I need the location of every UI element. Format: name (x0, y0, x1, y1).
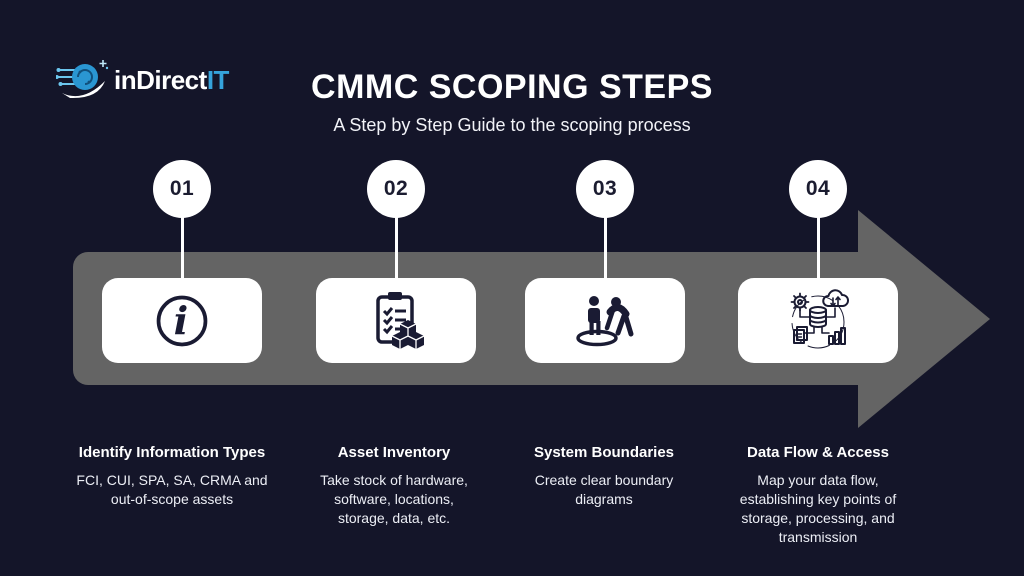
step-4-card (738, 278, 898, 363)
header: CMMC SCOPING STEPS A Step by Step Guide … (0, 68, 1024, 136)
step-1-connector-line (180, 217, 184, 279)
logo-wordmark: inDirectIT (114, 58, 229, 102)
step-2-number-badge: 02 (367, 160, 425, 218)
step-2-number: 02 (383, 177, 409, 200)
step-2-heading: Asset Inventory (337, 444, 451, 461)
clipboard-inventory-icon (376, 291, 425, 349)
step-4-description: Map your data flow, establishing key poi… (739, 472, 897, 545)
svg-text:i: i (174, 298, 189, 343)
company-logo: inDirectIT (56, 58, 229, 102)
step-1-caption: Identify Information Types FCI, CUI, SPA… (60, 444, 284, 509)
step-3-caption: System Boundaries Create clear boundary … (492, 444, 716, 509)
step-2-description: Take stock of hardware, software, locati… (320, 472, 468, 526)
page-subtitle: A Step by Step Guide to the scoping proc… (333, 115, 691, 135)
step-3-number-badge: 03 (576, 160, 634, 218)
step-4-caption: Data Flow & Access Map your data flow, e… (706, 444, 930, 547)
step-4-number-badge: 04 (789, 160, 847, 218)
step-4-heading: Data Flow & Access (747, 444, 889, 461)
logo-text-primary: inDirect (114, 65, 207, 95)
step-2-caption: Asset Inventory Take stock of hardware, … (282, 444, 506, 528)
step-2-card (316, 278, 476, 363)
step-1-description: FCI, CUI, SPA, SA, CRMA and out-of-scope… (76, 472, 268, 507)
step-1-number-badge: 01 (153, 160, 211, 218)
page-title: CMMC SCOPING STEPS (311, 68, 713, 106)
step-4-number: 04 (805, 177, 831, 200)
step-3-number: 03 (592, 177, 618, 200)
step-1-card: i (102, 278, 262, 363)
step-3-connector-line (603, 217, 607, 279)
step-3-description: Create clear boundary diagrams (534, 472, 674, 507)
boundary-people-icon (576, 295, 634, 346)
step-3-heading: System Boundaries (533, 444, 675, 461)
logo-text-accent: IT (206, 65, 230, 95)
info-icon: i (156, 295, 208, 346)
step-3-card (525, 278, 685, 363)
step-1-heading: Identify Information Types (78, 444, 266, 461)
step-1-number: 01 (169, 177, 195, 200)
step-2-connector-line (394, 217, 398, 279)
step-4-connector-line (816, 217, 820, 279)
data-flow-icon (790, 288, 849, 348)
snail-circuit-logo-icon (56, 60, 109, 99)
